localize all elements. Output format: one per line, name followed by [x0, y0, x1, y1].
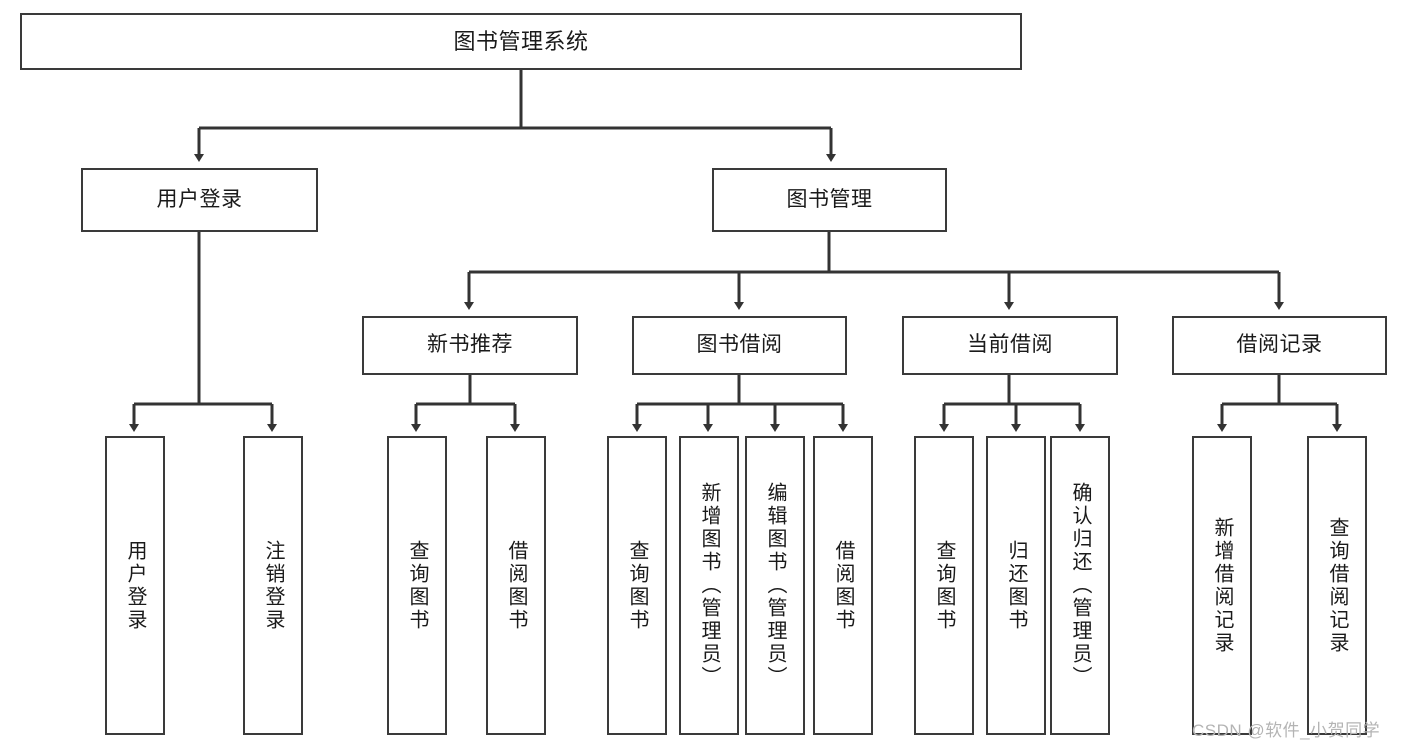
node-new-book-recommend[interactable]: 新书推荐 — [362, 316, 578, 375]
node-leaf-logout[interactable]: 注销登录 — [243, 436, 303, 735]
node-borrow-record-label: 借阅记录 — [1236, 333, 1323, 357]
node-leaf-query-book-3-label: 查询图书 — [933, 539, 955, 632]
node-leaf-borrow-book-1-label: 借阅图书 — [505, 539, 527, 632]
node-leaf-query-book-3[interactable]: 查询图书 — [914, 436, 974, 735]
node-leaf-confirm-return[interactable]: 确认归还（管理员） — [1050, 436, 1110, 735]
node-borrow-record[interactable]: 借阅记录 — [1172, 316, 1387, 375]
node-root-label: 图书管理系统 — [453, 28, 589, 54]
node-leaf-query-borrow-record[interactable]: 查询借阅记录 — [1307, 436, 1367, 735]
node-user-login-label: 用户登录 — [156, 187, 243, 211]
node-leaf-confirm-return-label: 确认归还（管理员） — [1069, 482, 1091, 689]
node-book-management-label: 图书管理 — [786, 187, 873, 211]
node-leaf-user-login[interactable]: 用户登录 — [105, 436, 165, 735]
node-leaf-return-book[interactable]: 归还图书 — [986, 436, 1046, 735]
node-leaf-query-borrow-record-label: 查询借阅记录 — [1326, 516, 1348, 655]
node-current-borrow-label: 当前借阅 — [967, 333, 1053, 357]
csdn-watermark: CSDN @软件_小贺同学 — [1192, 721, 1381, 740]
node-book-management[interactable]: 图书管理 — [712, 168, 947, 232]
node-leaf-add-book[interactable]: 新增图书（管理员） — [679, 436, 739, 735]
node-leaf-query-book-2-label: 查询图书 — [626, 539, 648, 632]
node-leaf-edit-book[interactable]: 编辑图书（管理员） — [745, 436, 805, 735]
node-leaf-add-book-label: 新增图书（管理员） — [698, 482, 720, 689]
node-leaf-edit-book-label: 编辑图书（管理员） — [764, 482, 786, 689]
node-root[interactable]: 图书管理系统 — [20, 13, 1022, 70]
node-book-borrow-label: 图书借阅 — [696, 333, 783, 357]
node-current-borrow[interactable]: 当前借阅 — [902, 316, 1118, 375]
node-leaf-user-login-label: 用户登录 — [124, 539, 146, 632]
node-leaf-query-book-1-label: 查询图书 — [406, 539, 428, 632]
node-leaf-add-borrow-record-label: 新增借阅记录 — [1211, 516, 1233, 655]
node-leaf-borrow-book-1[interactable]: 借阅图书 — [486, 436, 546, 735]
node-book-borrow[interactable]: 图书借阅 — [632, 316, 847, 375]
node-user-login[interactable]: 用户登录 — [81, 168, 318, 232]
node-leaf-borrow-book-2-label: 借阅图书 — [832, 539, 854, 632]
node-leaf-add-borrow-record[interactable]: 新增借阅记录 — [1192, 436, 1252, 735]
node-leaf-query-book-2[interactable]: 查询图书 — [607, 436, 667, 735]
node-leaf-return-book-label: 归还图书 — [1005, 539, 1027, 632]
node-leaf-borrow-book-2[interactable]: 借阅图书 — [813, 436, 873, 735]
node-new-book-recommend-label: 新书推荐 — [427, 333, 513, 357]
node-leaf-query-book-1[interactable]: 查询图书 — [387, 436, 447, 735]
node-leaf-logout-label: 注销登录 — [262, 539, 284, 632]
